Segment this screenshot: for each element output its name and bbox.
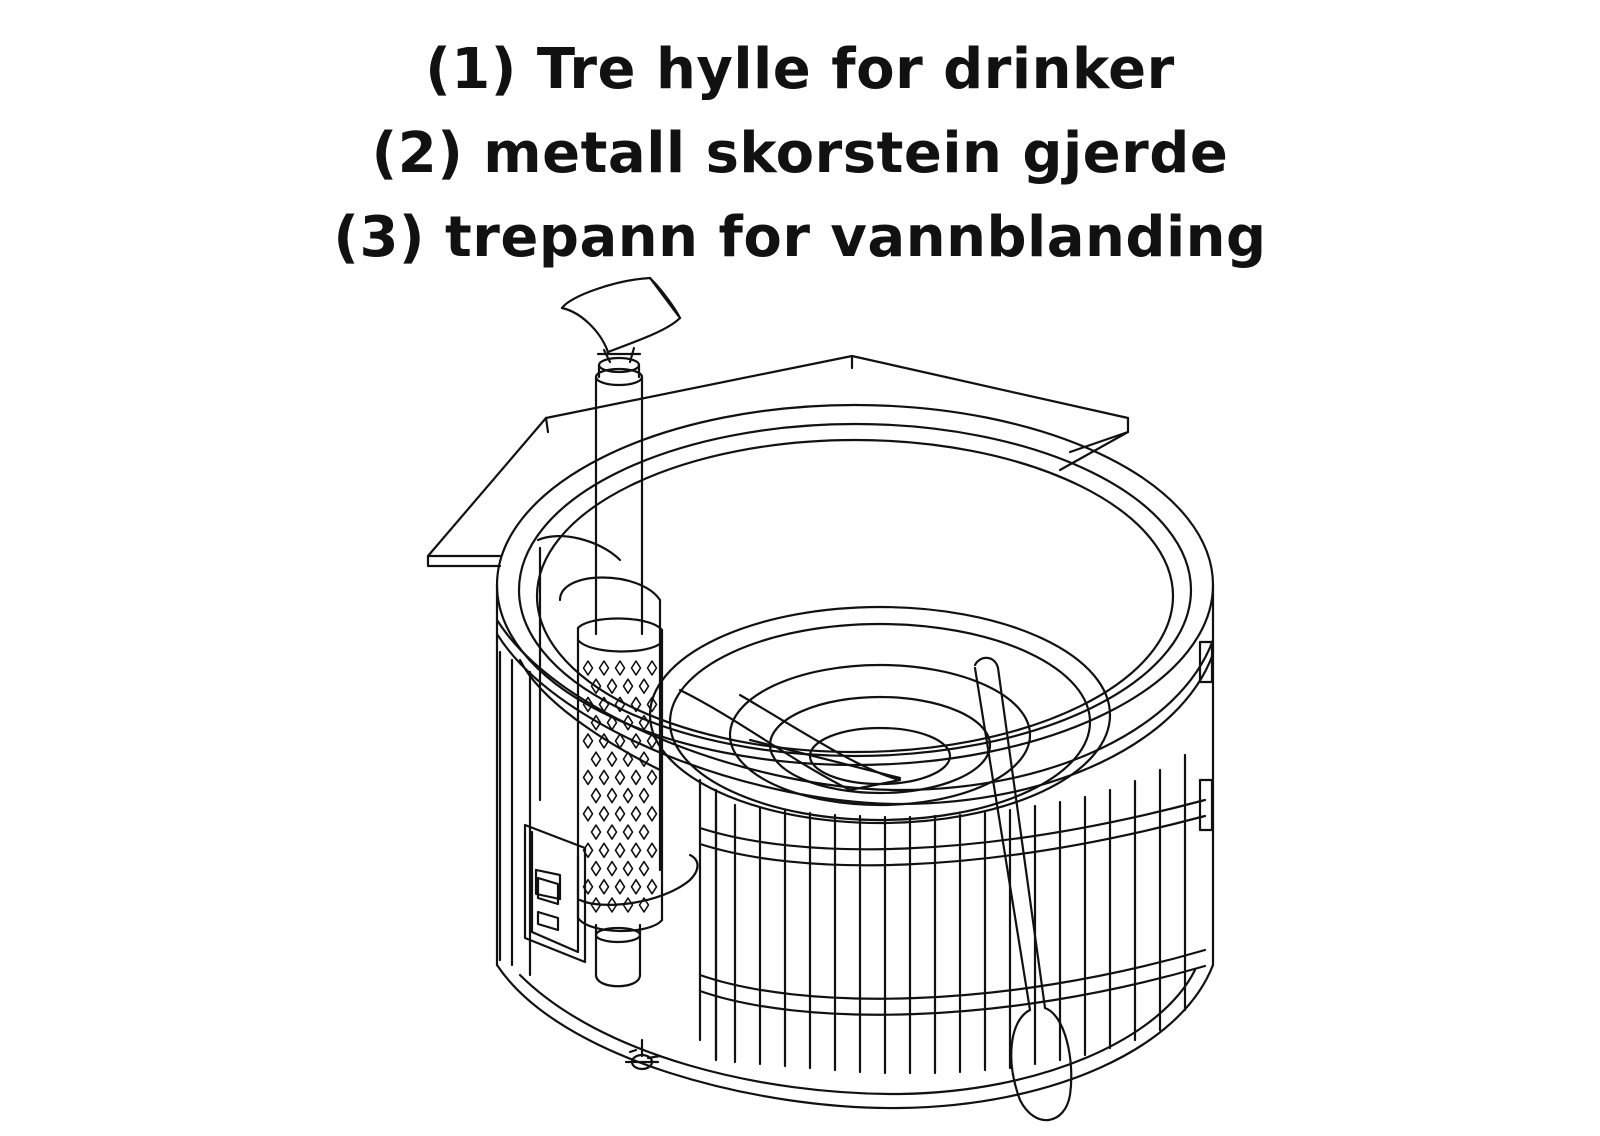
stave-wall (498, 650, 1187, 1075)
guard-perforation (598, 769, 610, 786)
guard-perforation (646, 733, 658, 749)
guard-perforation (598, 696, 610, 713)
guard-perforation (646, 696, 658, 713)
guard-perforation (598, 733, 610, 749)
guard-perforation (606, 860, 618, 877)
guard-perforation (638, 678, 650, 695)
stove-housing (536, 535, 718, 1062)
guard-perforation (598, 842, 610, 859)
drain-valve (624, 1038, 662, 1071)
guard-perforation (622, 751, 634, 767)
guard-perforation (582, 878, 594, 895)
guard-perforation (622, 678, 634, 695)
guard-perforation (590, 897, 602, 913)
guard-perforation (646, 878, 658, 895)
guard-perforation (638, 860, 650, 877)
guard-perforation (598, 806, 610, 822)
guard-perforation (598, 660, 610, 676)
guard-perforation (630, 696, 642, 713)
guard-perforation (630, 878, 642, 895)
guard-perforation (582, 733, 594, 749)
guard-perforation (590, 714, 602, 731)
guard-perforation (646, 806, 658, 822)
chimney-pipe (594, 356, 644, 988)
water-paddle (973, 656, 1073, 1122)
guard-perforation (590, 678, 602, 695)
guard-perforation (590, 751, 602, 767)
guard-perforation (606, 751, 618, 767)
guard-perforation (646, 769, 658, 786)
guard-perforation (606, 714, 618, 731)
guard-perforation (638, 897, 650, 913)
guard-perforation (614, 660, 626, 676)
guard-perforation (638, 751, 650, 767)
guard-perforation (606, 824, 618, 840)
guard-perforation (630, 842, 642, 859)
guard-perforation (614, 696, 626, 713)
guard-perforation (614, 733, 626, 749)
stove-door (523, 823, 587, 964)
guard-perforation (646, 660, 658, 676)
guard-perforation (606, 897, 618, 913)
guard-perforation (614, 842, 626, 859)
guard-perforation (630, 806, 642, 822)
guard-perforation (622, 897, 634, 913)
guard-perforation (582, 769, 594, 786)
guard-perforation (630, 769, 642, 786)
guard-perforation (598, 878, 610, 895)
guard-perforation (614, 878, 626, 895)
guard-perforation (590, 860, 602, 877)
label-shelf: (1) Tre hylle for drinker (425, 37, 1175, 102)
label-chimney-guard: (2) metall skorstein gjerde (371, 121, 1229, 186)
guard-perforation (638, 714, 650, 731)
guard-perforation (622, 824, 634, 840)
chimney-guard (576, 617, 664, 933)
guard-perforations (582, 660, 658, 913)
guard-perforation (622, 714, 634, 731)
guard-perforation (582, 806, 594, 822)
label-paddle: (3) trepann for vannblanding (333, 205, 1267, 270)
guard-perforation (614, 806, 626, 822)
guard-perforation (582, 696, 594, 713)
wooden-shelf (426, 354, 1130, 568)
guard-perforation (630, 660, 642, 676)
caption: (1) Tre hylle for drinker (2) metall sko… (0, 28, 1600, 280)
guard-perforation (582, 660, 594, 676)
guard-perforation (590, 824, 602, 840)
guard-perforation (622, 860, 634, 877)
guard-perforation (590, 787, 602, 804)
hot-tub-tub (495, 403, 1215, 1110)
guard-perforation (614, 769, 626, 786)
guard-perforation (638, 824, 650, 840)
guard-perforation (606, 787, 618, 804)
guard-perforation (606, 678, 618, 695)
guard-perforation (622, 787, 634, 804)
guard-perforation (638, 787, 650, 804)
guard-perforation (646, 842, 658, 859)
guard-perforation (630, 733, 642, 749)
chimney-cap (560, 276, 682, 364)
metal-hoop (495, 618, 1215, 1016)
guard-perforation (582, 842, 594, 859)
